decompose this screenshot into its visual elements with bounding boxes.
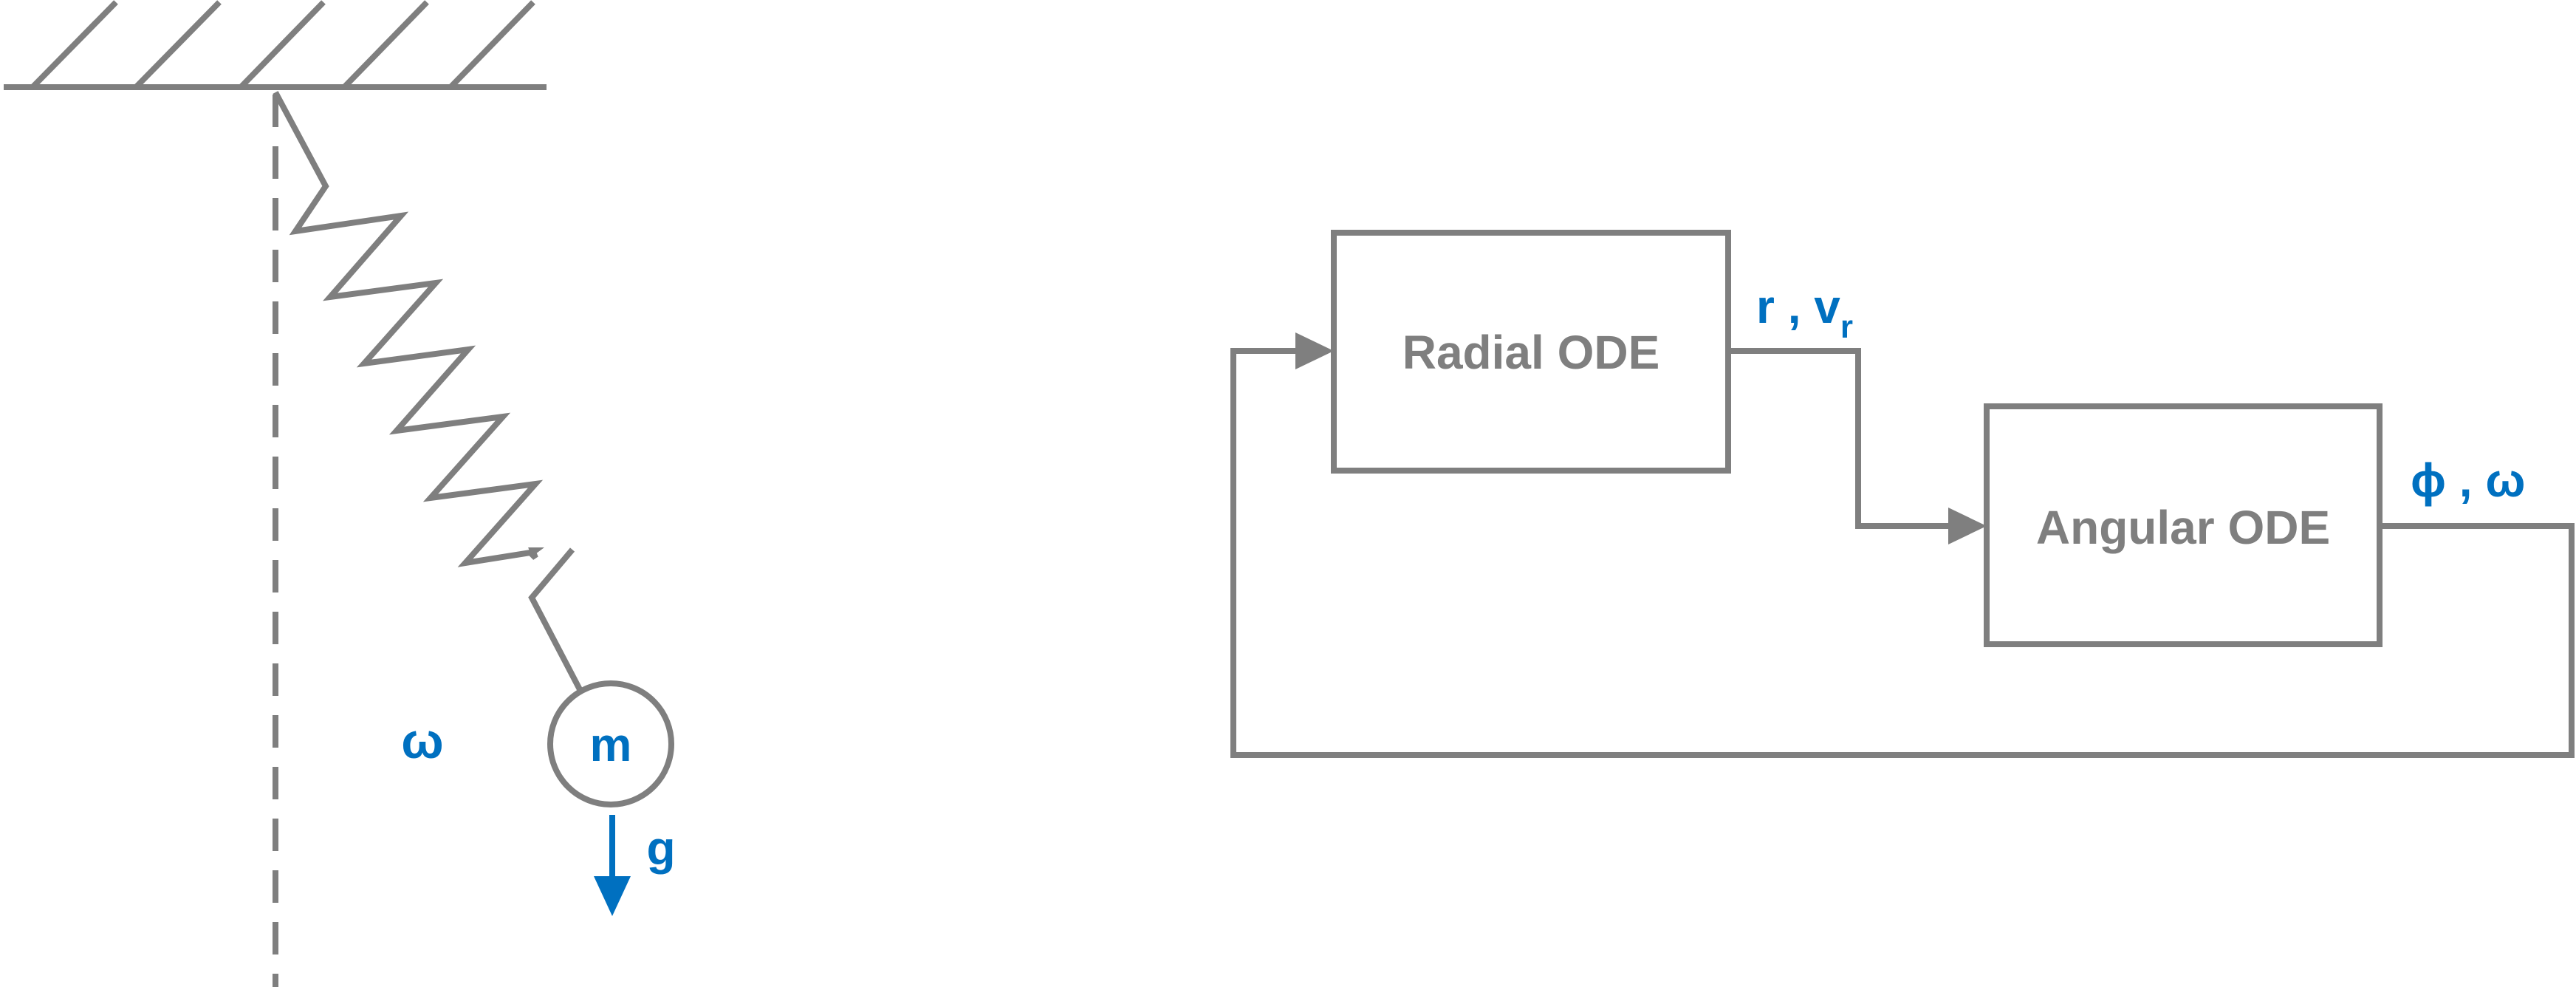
radial-output-main: r , v bbox=[1756, 280, 1840, 333]
angular-ode-label: Angular ODE bbox=[2036, 501, 2330, 554]
ode-block-diagram: Radial ODE Angular ODE r , vr ϕ , ω bbox=[1230, 230, 2575, 758]
radial-output-subscript: r bbox=[1840, 309, 1853, 345]
radial-output-label: r , vr bbox=[1756, 280, 1853, 345]
angular-velocity-label: ω bbox=[401, 713, 443, 769]
radial-ode-label: Radial ODE bbox=[1402, 326, 1660, 379]
angular-output-label: ϕ , ω bbox=[2411, 454, 2525, 507]
mass-circle bbox=[547, 680, 674, 807]
feedback-loop-connector bbox=[1230, 348, 2575, 758]
arrowhead-angular-input-icon bbox=[1948, 508, 1987, 544]
arrowhead-radial-input-icon bbox=[1295, 332, 1334, 369]
ceiling-support bbox=[4, 0, 547, 90]
gravity-label: g bbox=[646, 822, 675, 875]
mass-label: m bbox=[590, 718, 632, 771]
radial-to-angular-connector bbox=[1728, 348, 1957, 529]
spring-coil bbox=[273, 91, 544, 567]
pendulum-sketch: m ω g bbox=[4, 0, 676, 987]
ceiling-hatching bbox=[30, 0, 535, 89]
gravity-arrow-icon bbox=[594, 815, 631, 916]
